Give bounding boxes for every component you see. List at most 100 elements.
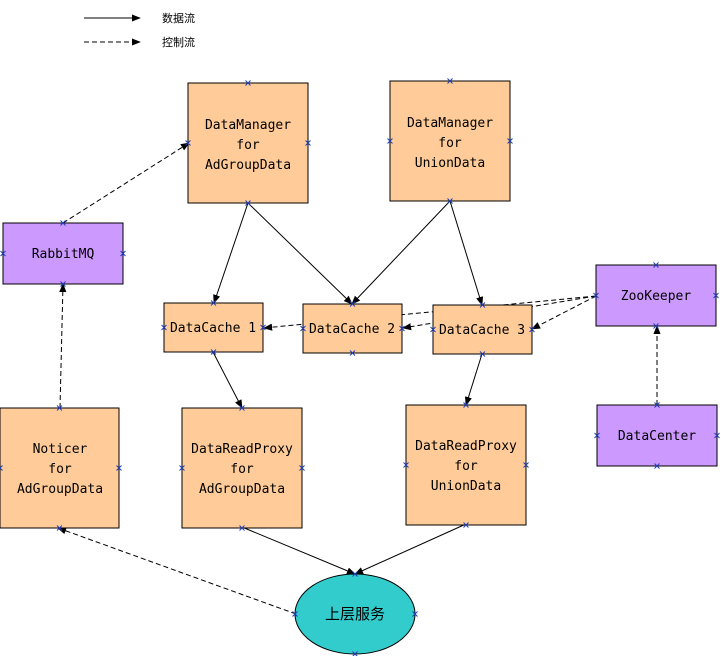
node-box — [187, 82, 309, 204]
node-label: 上层服务 — [325, 605, 385, 623]
node-box — [405, 404, 527, 526]
node-label: DataCenter — [618, 429, 696, 444]
connection-point-marker — [594, 432, 600, 439]
node-datacache-3: DataCache 3 — [432, 304, 533, 355]
node-box — [596, 404, 718, 467]
connection-point-marker — [399, 325, 405, 332]
connection-point-marker — [292, 611, 298, 617]
connection-point-marker — [185, 140, 191, 146]
connection-point-marker — [352, 571, 358, 577]
node-label-line3: AdGroupData — [199, 482, 285, 497]
node-label-line1: DataReadProxy — [415, 439, 517, 454]
node-zookeeper: ZooKeeper — [595, 264, 717, 327]
edge-dc3-to-drp-union — [464, 353, 483, 406]
connection-point-marker — [529, 326, 535, 333]
node-label-line2: for — [48, 462, 72, 477]
connection-point-marker — [210, 300, 217, 306]
connection-point-marker — [447, 198, 453, 204]
node-box — [389, 80, 511, 202]
edge-dm-union-to-dc2 — [351, 200, 451, 305]
connection-point-marker — [239, 405, 245, 411]
connection-point-marker — [120, 250, 126, 257]
connection-points — [0, 78, 720, 656]
connection-point-marker — [299, 465, 305, 471]
node-label-line2: for — [236, 138, 260, 153]
edge-zookeeper-to-dc3 — [531, 295, 597, 330]
node-label: DataCache 3 — [439, 323, 525, 338]
connection-point-marker — [479, 351, 486, 357]
edge-dm-adgroup-to-dc1 — [213, 202, 249, 304]
edge-drp-adgroup-to-service — [241, 526, 356, 575]
node-label-line3: AdGroupData — [17, 482, 103, 497]
connection-point-marker — [305, 140, 311, 146]
node-noticer-adgroup: Noticer for AdGroupData — [0, 407, 120, 529]
node-datamanager-union: DataManager for UnionData — [389, 80, 511, 202]
connection-point-marker — [403, 462, 409, 468]
connection-point-marker — [349, 301, 356, 307]
legend-data-flow-label: 数据流 — [162, 11, 195, 25]
node-label: DataCache 2 — [309, 322, 395, 337]
legend: 数据流 控制流 — [84, 11, 195, 49]
node-label-line2: for — [230, 462, 254, 477]
connection-point-marker — [300, 325, 306, 332]
node-rabbitmq: RabbitMQ — [2, 222, 124, 285]
legend-control-flow-label: 控制流 — [162, 35, 195, 49]
node-datacenter: DataCenter — [596, 404, 718, 467]
edge-drp-union-to-service — [354, 523, 467, 575]
node-label-line1: Noticer — [33, 442, 88, 457]
connection-point-marker — [713, 292, 719, 299]
connection-point-marker — [60, 220, 66, 226]
connection-point-marker — [0, 250, 6, 257]
node-label-line2: for — [438, 136, 462, 151]
connection-point-marker — [349, 350, 356, 356]
node-label-line3: UnionData — [415, 156, 485, 171]
connection-point-marker — [430, 326, 436, 333]
connection-point-marker — [161, 324, 167, 331]
node-label: DataCache 1 — [170, 321, 256, 336]
node-label-line3: AdGroupData — [205, 158, 291, 173]
connection-point-marker — [0, 465, 3, 471]
node-label: RabbitMQ — [32, 247, 95, 262]
node-box — [0, 407, 120, 529]
connection-point-marker — [593, 292, 599, 299]
connection-point-marker — [479, 302, 486, 308]
node-datareadproxy-union: DataReadProxy for UnionData — [405, 404, 527, 526]
connection-point-marker — [260, 324, 266, 331]
node-label: ZooKeeper — [621, 289, 692, 304]
connection-point-marker — [653, 323, 659, 329]
edge-rabbitmq-to-dm-adgroup — [62, 142, 190, 224]
connection-point-marker — [239, 525, 245, 531]
node-label-line3: UnionData — [431, 479, 501, 494]
connection-point-marker — [523, 462, 529, 468]
connection-point-marker — [116, 465, 122, 471]
connection-point-marker — [210, 349, 217, 355]
edge-service-to-noticer — [57, 527, 297, 615]
connection-point-marker — [245, 200, 251, 206]
node-box — [595, 264, 717, 327]
control-flow-edges — [57, 142, 661, 615]
connection-point-marker — [463, 402, 469, 408]
connection-point-marker — [654, 463, 660, 469]
connection-point-marker — [714, 432, 720, 439]
node-datacache-2: DataCache 2 — [302, 303, 403, 354]
node-datacache-1: DataCache 1 — [163, 302, 264, 353]
node-label-line2: for — [454, 459, 478, 474]
connection-point-marker — [507, 138, 513, 144]
connection-point-marker — [463, 522, 469, 528]
connection-point-marker — [179, 465, 185, 471]
node-label-line1: DataManager — [407, 116, 493, 131]
node-label-line1: DataReadProxy — [191, 442, 293, 457]
connection-point-marker — [245, 80, 251, 86]
connection-point-marker — [56, 405, 63, 411]
node-datamanager-adgroup: DataManager for AdGroupData — [187, 82, 309, 204]
connection-point-marker — [56, 525, 63, 531]
connection-point-marker — [60, 281, 66, 287]
node-label-line1: DataManager — [205, 118, 291, 133]
connection-point-marker — [447, 78, 453, 84]
node-datareadproxy-adgroup: DataReadProxy for AdGroupData — [181, 407, 303, 529]
connection-point-marker — [653, 262, 659, 268]
edge-dm-union-to-dc3 — [449, 200, 484, 306]
connection-point-marker — [412, 611, 418, 617]
connection-point-marker — [387, 138, 393, 144]
